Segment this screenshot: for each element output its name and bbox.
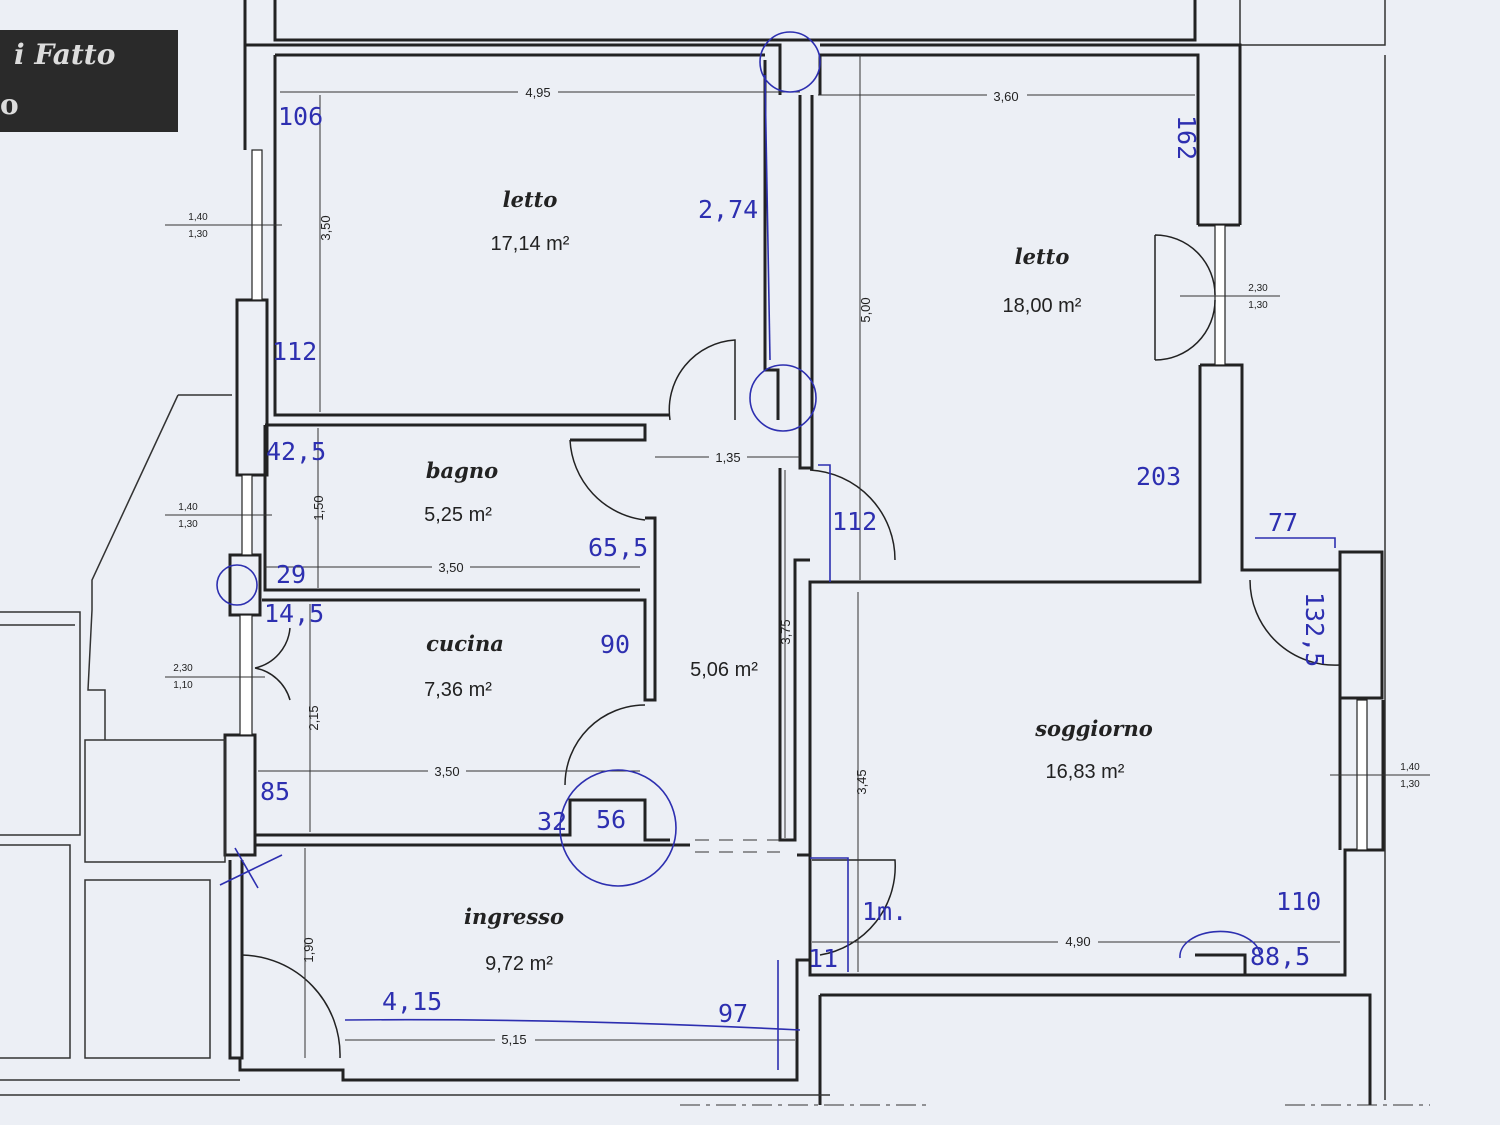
room-area-ingresso: 9,72 m² [485,953,553,975]
bottom-lines [0,1079,830,1096]
room-name-letto-1: letto [503,187,558,212]
window5-bottom: 1,30 [1400,779,1420,790]
dim-ingresso-height: 1,90 [301,937,316,962]
bagno-wall [263,423,647,592]
dim-bagno-height: 1,50 [311,495,326,520]
room-name-letto-2: letto [1015,244,1070,269]
cucina-bottom-wall [253,735,670,842]
window4-bottom: 1,10 [173,680,193,691]
hand-90: 90 [600,630,630,659]
window1-bottom: 1,30 [188,229,208,240]
hand-162: 162 [1172,115,1201,160]
ingresso-right-wall [797,853,812,960]
left-balcony [87,394,232,740]
hand-1m: 1m. [862,897,907,926]
room-area-disimpegno: 5,06 m² [690,659,758,681]
letto1-wall [273,53,765,417]
hand-97: 97 [718,999,748,1028]
door-balcony-letto2 [1154,234,1216,361]
door-balcony-cucina [254,627,291,701]
dim-bagno-width: 3,50 [438,560,463,575]
room-name-ingresso: ingresso [464,904,564,929]
window3-top: 1,40 [178,502,198,513]
hand-106: 106 [278,102,323,131]
letto2-bottom-wall [808,365,1202,860]
hand-56: 56 [596,805,626,834]
left-neighbour-2 [84,739,226,1059]
door-bagno [569,439,646,521]
hand-11: 11 [808,944,838,973]
dim-disimpegno-width: 1,35 [715,450,740,465]
window3-bottom: 1,30 [178,519,198,530]
room-name-cucina: cucina [426,631,504,656]
door-letto1 [668,339,736,421]
handwritten-lines [216,31,1336,1070]
central-wall [763,45,814,470]
right-neighbour-lines [1239,0,1386,1100]
hand-203: 203 [1136,462,1181,491]
door-cucina [564,704,646,786]
disimpegno-wall [778,468,810,842]
window2-bottom: 1,30 [1248,300,1268,311]
door-letto2 [809,469,896,561]
logo-banner: i Fatto o [0,30,178,132]
room-area-letto-1: 17,14 m² [491,233,570,255]
dim-letto2-width: 3,60 [993,89,1018,104]
window4-top: 2,30 [173,663,193,674]
hand-29: 29 [276,560,306,589]
room-name-bagno: bagno [426,458,498,483]
room-area-letto-2: 18,00 m² [1003,295,1082,317]
window-labels: 1,40 1,30 2,30 1,30 1,40 1,30 2,30 1,10 … [173,212,1420,790]
left-neighbour-1 [0,611,81,1059]
dim-letto2-height: 5,00 [858,297,873,322]
dim-soggiorno-width: 4,90 [1065,934,1090,949]
dim-cucina-width: 3,50 [434,764,459,779]
hand-88-5: 88,5 [1250,942,1310,971]
room-area-cucina: 7,36 m² [424,679,492,701]
hand-32: 32 [537,807,567,836]
window5-top: 1,40 [1400,762,1420,773]
hand-274: 2,74 [698,195,758,224]
room-area-bagno: 5,25 m² [424,504,492,526]
ingresso-top-wall [228,843,690,1060]
hand-112-a: 112 [272,337,317,366]
dim-cucina-height: 2,15 [306,705,321,730]
dim-ingresso-width: 5,15 [501,1032,526,1047]
hand-4-15: 4,15 [382,987,442,1016]
hand-110: 110 [1276,887,1321,916]
dimension-labels: 4,95 3,60 3,50 5,00 1,35 1,50 3,50 3,75 … [301,84,1098,1047]
hand-42-5: 42,5 [266,437,326,466]
window1-top: 1,40 [188,212,208,223]
dim-letto1-height: 3,50 [318,215,333,240]
soggiorno-pillar [1338,550,1384,700]
door-ingresso [241,954,341,1059]
outer-wall-top-right [818,43,1242,225]
door-soggiorno [812,859,896,956]
top-neighbour-wall [273,0,1197,42]
ingresso-bottom-wall [238,700,1385,1082]
partition-bagno-cucina [262,516,657,702]
handwritten-annotations: 106 2,74 162 112 42,5 203 77 65,5 112 29… [260,102,1329,1028]
hand-85: 85 [260,777,290,806]
hand-132-5: 132,5 [1300,592,1329,667]
niche [1195,953,1247,975]
banner-title: i Fatto [14,38,116,71]
dim-disimpegno-height: 3,75 [778,619,793,644]
dim-soggiorno-height: 3,45 [854,769,869,794]
window-cucina [239,614,253,736]
hand-77: 77 [1268,508,1298,537]
door-balcony-soggiorno [1249,579,1341,666]
hand-14-5: 14,5 [264,599,324,628]
hand-65-5: 65,5 [588,533,648,562]
room-area-soggiorno: 16,83 m² [1046,761,1125,783]
room-name-soggiorno: soggiorno [1034,716,1153,741]
dim-letto1-width: 4,95 [525,85,550,100]
window2-top: 2,30 [1248,283,1268,294]
banner-subtitle: o [0,88,19,121]
bottom-neighbour-wall [818,993,1372,1105]
hand-112-b: 112 [832,507,877,536]
